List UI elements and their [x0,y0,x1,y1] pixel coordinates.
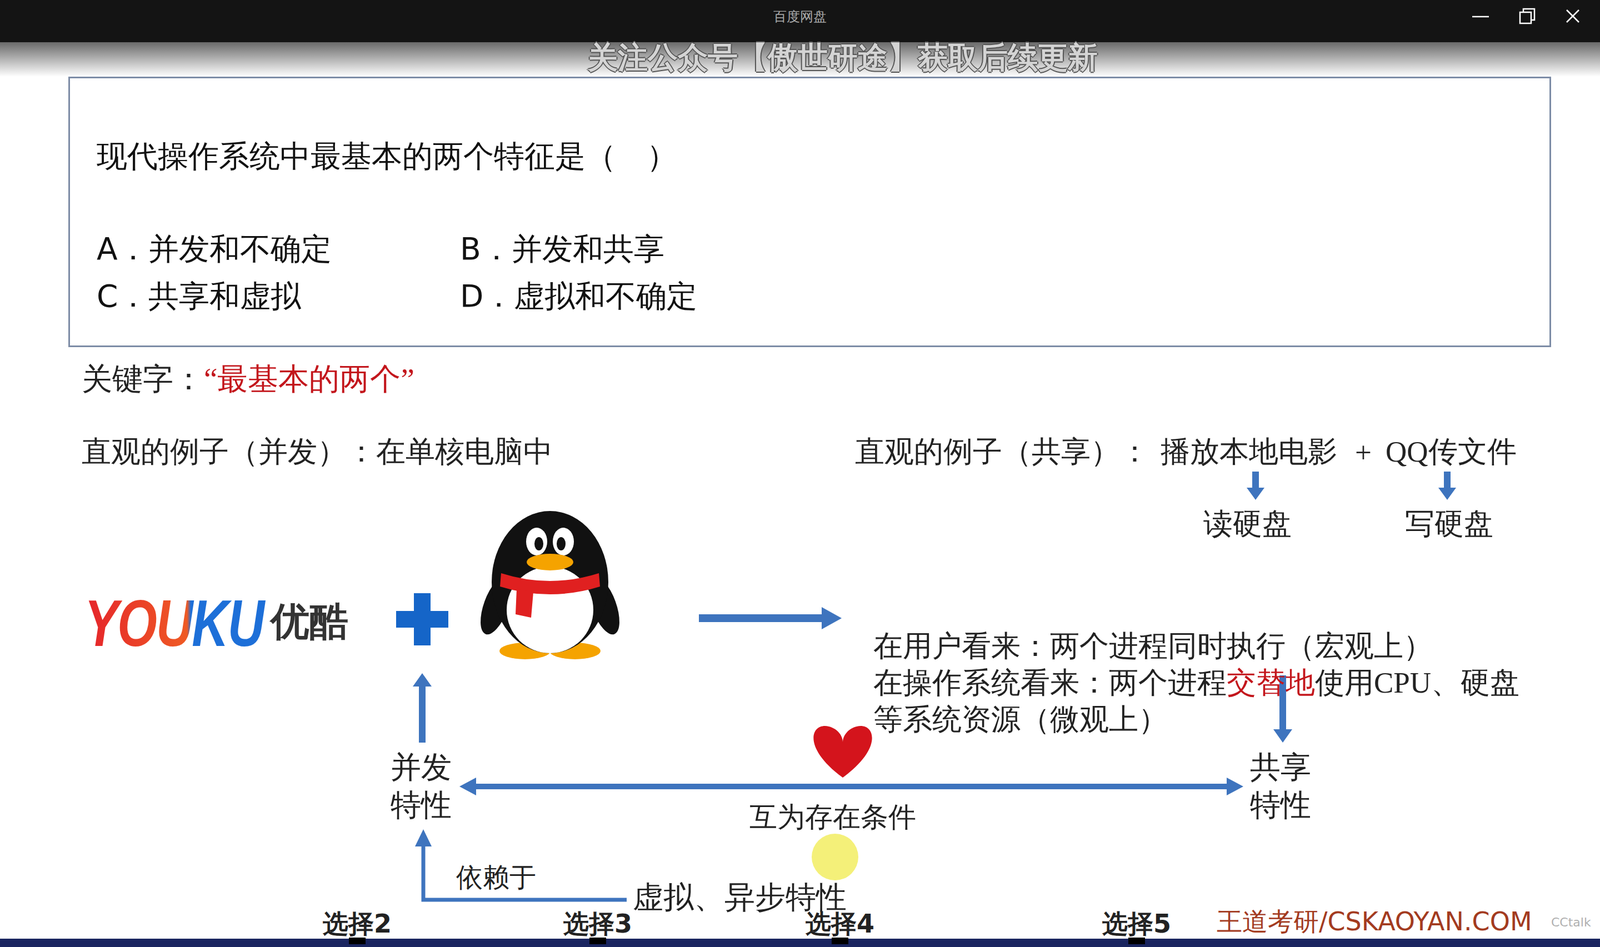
text-group: 选择5 [1102,907,1172,942]
plus-text: + [1355,436,1372,469]
text-group: CCtalk [1551,915,1592,930]
qq-penguin [474,511,627,660]
example-item: QQ传文件 [1385,435,1517,468]
question-text: 现代操作系统中最基本的两个特征是（ ） [96,136,678,178]
cursor-highlight [811,833,859,881]
title-bar [0,0,1600,43]
explanation-line: 在用户看来：两个进程同时执行（宏观上） [873,627,1538,665]
relation-label: 依赖于 [456,862,537,893]
restore-back [1523,8,1535,20]
text-group: 关键字：“最基本的两个” [81,358,415,400]
double-arrow [459,777,1244,796]
example-heading: 直观的例子（并发）：在单核电脑中 [81,435,553,468]
relation-label: 互为存在条件 [749,801,917,833]
text-group: 选择3 [563,907,633,942]
close-icon [1566,10,1579,23]
penguin-body [491,511,609,654]
penguin-pupil [556,537,566,551]
text-group: + [1355,435,1372,469]
penguin-beak [526,553,574,571]
text-group: 写硬盘 [1405,504,1494,545]
text-group: 选择4 [805,907,875,942]
window-title: 百度网盘 [773,8,827,25]
bottom-bar [0,938,1600,947]
bracket-arrow-head [415,829,432,847]
text-group: QQ传文件 [1385,432,1517,473]
plus-bar [413,593,431,646]
brand-watermark: 王道考研/CSKAOYAN.COM [1216,906,1533,937]
option-text: C．共享和虚拟 [96,276,302,318]
platform-watermark: CCtalk [1551,915,1592,930]
question-box: 现代操作系统中最基本的两个特征是（ ） A．并发和不确定 B．并发和共享 C．共享和虚… [68,76,1552,348]
keyword-highlight: “最基本的两个” [203,362,415,397]
concept-label: 共享特性 [1250,750,1312,823]
keyword-label: 关键字： [81,362,204,397]
bracket-arrow-line [423,845,627,900]
right-arrow [698,607,842,630]
heart-symbol [813,726,872,778]
text-group: 在用户看来：两个进程同时执行（宏观上）在操作系统看来：两个进程交替地使用CPU、… [873,627,1538,738]
youku-logo-text: YOUKU [84,586,268,660]
text-group: 播放本地电影 [1160,432,1338,473]
minimize-icon [1472,16,1489,18]
disk-action: 写硬盘 [1405,507,1494,540]
chapter-label: 选择3 [563,908,633,939]
chapter-label: 选择4 [805,908,875,939]
youku-logo-text: 优酷 [270,598,349,645]
text-group: 并发特性 [388,748,454,825]
disk-action: 读硬盘 [1203,507,1292,540]
text-group: 直观的例子（共享）： [855,432,1150,473]
penguin-eye [526,527,548,556]
chapter-label: 选择2 [322,908,392,939]
text-group: 百度网盘 [773,7,827,26]
text-group: 优酷 [270,596,349,649]
text-group: YOUKU [84,585,268,662]
chapter-label: 选择5 [1102,908,1172,939]
up-arrow [412,673,432,743]
example-item: 播放本地电影 [1160,435,1338,468]
option-text: B．并发和共享 [460,228,665,270]
close-stroke [1566,10,1579,23]
plus-symbol [396,593,449,646]
text-group: 王道考研/CSKAOYAN.COM [1216,905,1533,940]
down-arrow [1438,471,1457,500]
explanation-text: 在操作系统看来：两个进程 [873,666,1227,699]
down-arrow [1246,471,1265,500]
penguin-pupil [534,537,544,551]
watermark: 关注公众号【傲世研途】获取后续更新 [587,40,1098,75]
restore-front [1520,12,1532,24]
penguin-scarf-tail [515,588,534,618]
close-stroke [1566,10,1579,23]
example-heading: 直观的例子（共享）： [855,435,1150,468]
penguin-scarf [500,573,600,595]
option-text: A．并发和不确定 [96,228,332,270]
penguin-eye [552,527,574,556]
restore-icon [1520,8,1535,24]
option-text: D．虚拟和不确定 [460,276,698,318]
text-group: 选择2 [322,907,392,942]
concept-label: 并发特性 [390,750,452,823]
text-group: 关注公众号【傲世研途】获取后续更新 [587,37,1098,79]
text-group: 依赖于 [456,860,537,896]
text-group: 共享特性 [1248,748,1313,825]
text-group: 直观的例子（并发）：在单核电脑中 [81,432,553,473]
text-group: 读硬盘 [1203,504,1292,545]
text-group: 互为存在条件 [749,798,917,837]
explanation-highlight: 交替地 [1226,666,1315,699]
